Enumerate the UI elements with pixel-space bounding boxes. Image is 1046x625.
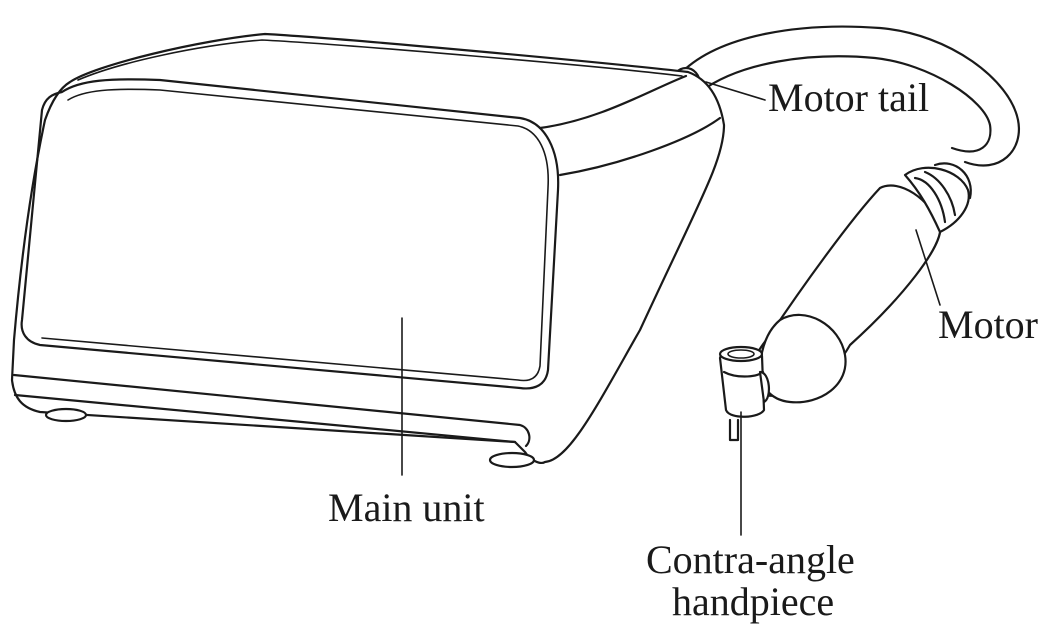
leader-motor <box>915 229 941 306</box>
label-motor-tail: Motor tail <box>768 75 930 120</box>
label-contra-angle-line2: handpiece <box>672 579 835 624</box>
label-contra-angle-line1: Contra-angle <box>646 537 855 582</box>
motor-body <box>748 162 972 404</box>
leader-motor-tail <box>705 81 766 101</box>
label-main-unit: Main unit <box>328 485 485 530</box>
label-motor: Motor <box>938 302 1038 347</box>
contra-angle-handpiece <box>718 345 770 442</box>
main-unit <box>10 32 726 469</box>
leader-lines <box>401 81 941 536</box>
